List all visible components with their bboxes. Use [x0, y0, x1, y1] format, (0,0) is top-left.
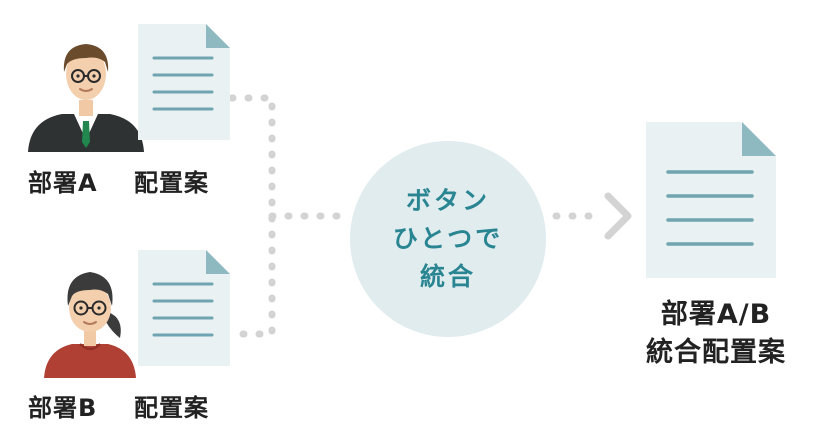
- connector-from-doc-a: [228, 94, 276, 338]
- connector-lines: [228, 94, 602, 338]
- department-b-label: 部署B: [28, 394, 98, 422]
- result-label-line-2: 統合配置案: [646, 337, 786, 368]
- department-b-doc-label: 配置案: [134, 394, 209, 422]
- department-a-doc-label: 配置案: [134, 169, 209, 197]
- merge-circle: ボタン ひとつで 統合: [350, 141, 546, 337]
- merge-circle-line-1: ボタン: [405, 186, 490, 215]
- result-label-line-1: 部署A/B: [660, 299, 772, 330]
- person-a-avatar: [28, 44, 144, 152]
- department-a-label: 部署A: [28, 169, 98, 197]
- arrow-right-icon: [604, 192, 632, 240]
- merge-circle-line-3: 統合: [419, 262, 476, 291]
- document-a-icon: [138, 24, 230, 140]
- person-b-avatar: [44, 272, 136, 378]
- result-document-icon: [646, 122, 776, 278]
- merge-circle-line-2: ひとつで: [392, 224, 504, 253]
- document-b-icon: [138, 250, 230, 366]
